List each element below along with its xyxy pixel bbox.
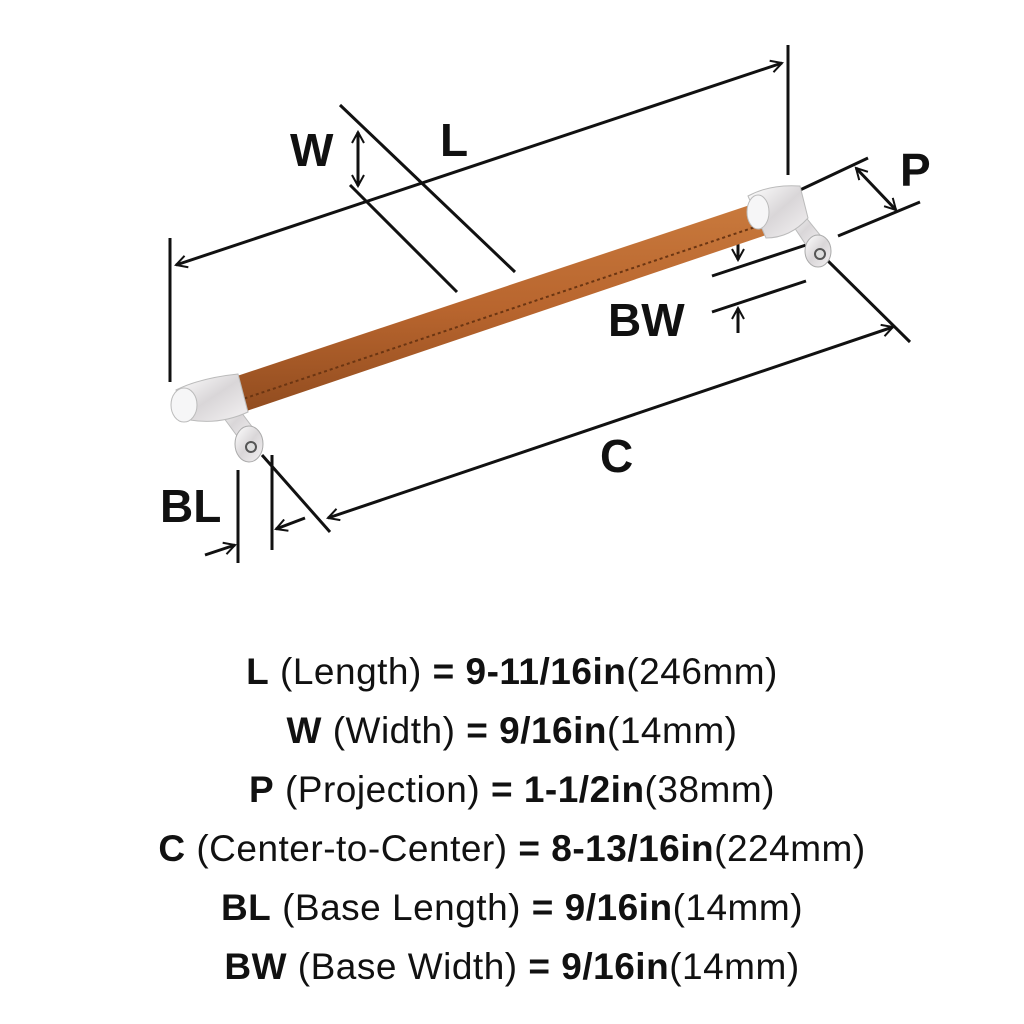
label-c: C	[600, 430, 633, 482]
bl-arrow-left	[204, 545, 235, 557]
left-cap-face	[170, 387, 198, 423]
spec-key: L	[246, 651, 270, 692]
bar-stitching	[215, 221, 771, 409]
spec-projection: P (Projection) = 1-1/2in(38mm)	[0, 760, 1024, 819]
spec-eq: =	[518, 828, 541, 869]
label-w: W	[290, 124, 334, 176]
spec-key: W	[286, 710, 322, 751]
right-screw-hole	[814, 248, 826, 260]
spec-eq: =	[432, 651, 455, 692]
bl-arrow-right	[276, 516, 306, 529]
spec-imperial: 9/16in	[564, 887, 673, 928]
spec-imperial: 8-13/16in	[551, 828, 715, 869]
spec-base-width: BW (Base Width) = 9/16in(14mm)	[0, 937, 1024, 996]
spec-name: (Projection)	[284, 769, 481, 810]
spec-imperial: 9-11/16in	[465, 651, 627, 692]
spec-center-to-center: C (Center-to-Center) = 8-13/16in(224mm)	[0, 819, 1024, 878]
spec-name: (Base Length)	[282, 887, 521, 928]
left-screw-hole	[245, 441, 257, 453]
label-p: P	[900, 144, 931, 196]
spec-metric: (14mm)	[672, 887, 804, 928]
spec-key: BW	[224, 946, 287, 987]
spec-name: (Center-to-Center)	[196, 828, 508, 869]
spec-metric: (14mm)	[607, 710, 738, 751]
c-dimension-line	[328, 327, 893, 518]
pull-handle-dimension-drawing: W L P BW C BL	[160, 45, 931, 563]
spec-name: (Width)	[332, 710, 456, 751]
spec-imperial: 9/16in	[499, 710, 608, 751]
p-extension-bottom	[837, 200, 921, 238]
spec-name: (Length)	[280, 651, 422, 692]
spec-imperial: 9/16in	[561, 946, 670, 987]
bw-extension-bottom	[711, 279, 807, 314]
specifications-list: L (Length) = 9-11/16in(246mm) W (Width) …	[0, 642, 1024, 996]
spec-key: C	[158, 828, 186, 869]
label-l: L	[440, 114, 468, 166]
spec-length: L (Length) = 9-11/16in(246mm)	[0, 642, 1024, 701]
spec-base-length: BL (Base Length) = 9/16in(14mm)	[0, 878, 1024, 937]
l-dimension-line	[176, 63, 782, 265]
spec-metric: (14mm)	[669, 946, 800, 987]
leather-bar	[210, 200, 775, 420]
spec-eq: =	[531, 887, 554, 928]
label-bw: BW	[608, 294, 685, 346]
right-cap-face	[746, 194, 770, 230]
spec-metric: (246mm)	[626, 651, 778, 692]
spec-metric: (224mm)	[714, 828, 866, 869]
spec-eq: =	[466, 710, 489, 751]
bw-extension-top	[711, 243, 807, 278]
spec-metric: (38mm)	[644, 769, 775, 810]
spec-width: W (Width) = 9/16in(14mm)	[0, 701, 1024, 760]
spec-key: BL	[220, 887, 272, 928]
p-extension-top	[799, 156, 869, 192]
spec-eq: =	[528, 946, 551, 987]
c-extension-right	[820, 253, 912, 344]
p-dimension-arrow	[856, 168, 896, 210]
spec-imperial: 1-1/2in	[523, 769, 645, 810]
spec-key: P	[249, 769, 275, 810]
w-extension-bottom	[348, 183, 459, 294]
spec-name: (Base Width)	[297, 946, 518, 987]
spec-eq: =	[490, 769, 514, 810]
w-extension-top	[338, 103, 517, 274]
pull-handle	[170, 185, 832, 463]
label-bl: BL	[160, 480, 221, 532]
